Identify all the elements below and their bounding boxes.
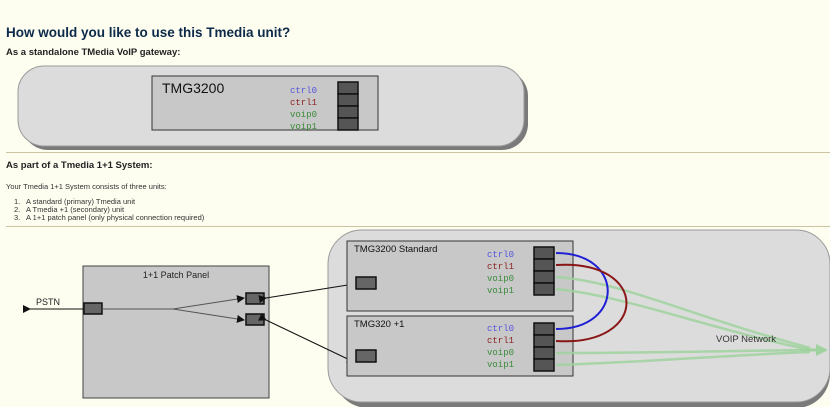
pstn-label: PSTN — [36, 297, 60, 307]
standalone-port-voip0: voip0 — [290, 110, 317, 120]
ctrl0-crossover-cable — [555, 252, 609, 330]
secondary-unit-label: TMG320 +1 — [354, 319, 404, 330]
standalone-port-voip1: voip1 — [290, 122, 317, 132]
primary-port-ctrl0: ctrl0 — [487, 250, 514, 260]
primary-port-voip0: voip0 — [487, 274, 514, 284]
primary-port-ctrl1: ctrl1 — [487, 262, 514, 272]
primary-port-voip1: voip1 — [487, 286, 514, 296]
voip-network-label: VOIP Network — [716, 334, 776, 345]
patch-panel-port-secondary — [245, 313, 265, 326]
primary-unit-label: TMG3200 Standard — [354, 244, 437, 255]
standalone-heading: As a standalone TMedia VoIP gateway: — [6, 47, 181, 58]
patch-panel-pstn-port — [83, 302, 103, 315]
standalone-port-ctrl0: ctrl0 — [290, 86, 317, 96]
patch-panel-box — [82, 265, 270, 399]
secondary-port-block — [533, 322, 555, 372]
ctrl1-crossover-cable — [555, 263, 628, 343]
standalone-port-ctrl1: ctrl1 — [290, 98, 317, 108]
standalone-port-block — [337, 81, 359, 131]
page-title: How would you like to use this Tmedia un… — [6, 25, 291, 40]
secondary-pstn-port — [355, 349, 377, 363]
patch-panel-port-primary — [245, 292, 265, 305]
system-heading: As part of a Tmedia 1+1 System: — [6, 160, 153, 171]
standalone-option[interactable]: TMG3200 ctrl0 ctrl1 voip0 voip1 — [0, 60, 540, 152]
panel-to-secondary-link — [257, 313, 355, 363]
panel-internal-wire — [172, 308, 245, 323]
panel-to-primary-link — [258, 281, 355, 304]
secondary-port-ctrl0: ctrl0 — [487, 324, 514, 334]
primary-port-block — [533, 246, 555, 296]
system-unit-item: 1.A standard (primary) Tmedia unit — [14, 197, 136, 206]
system-description: Your Tmedia 1+1 System consists of three… — [6, 182, 167, 191]
section-divider — [6, 152, 830, 153]
system-unit-item: 3.A 1+1 patch panel (only physical conne… — [14, 213, 205, 222]
primary-pstn-port — [355, 276, 377, 290]
secondary-port-voip1: voip1 — [487, 360, 514, 370]
secondary-port-ctrl1: ctrl1 — [487, 336, 514, 346]
panel-internal-wire — [172, 295, 245, 310]
standalone-device-label: TMG3200 — [162, 80, 224, 96]
system-unit-item: 2.A Tmedia +1 (secondary) unit — [14, 205, 125, 214]
voip-network-links — [555, 275, 811, 367]
patch-panel-label: 1+1 Patch Panel — [143, 270, 209, 280]
secondary-port-voip0: voip0 — [487, 348, 514, 358]
section-divider — [6, 226, 830, 227]
system-option[interactable]: 1+1 Patch Panel PSTN TMG3200 Standard ct… — [0, 226, 830, 407]
